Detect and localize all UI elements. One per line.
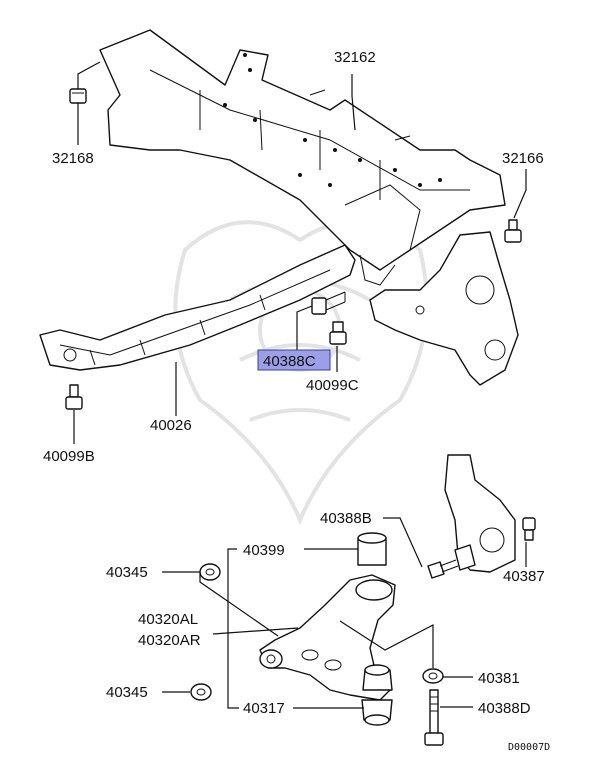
steering-knuckle-lower — [444, 454, 516, 573]
bolt-40099c — [329, 321, 347, 345]
label-40026[interactable]: 40026 — [150, 417, 192, 434]
drawing-code: D00007D — [508, 742, 550, 753]
washer-40345-lower — [190, 683, 212, 701]
steering-knuckle-upper — [369, 231, 519, 386]
label-40099c[interactable]: 40099C — [306, 377, 359, 394]
ball-joint — [361, 664, 393, 726]
bushing-40399 — [357, 532, 387, 566]
label-40320ar[interactable]: 40320AR — [138, 632, 201, 649]
callout-labels: 32162 32168 32166 40388C 40099C 40026 40… — [43, 49, 550, 753]
label-40381[interactable]: 40381 — [478, 670, 520, 687]
bolt-32166 — [504, 219, 522, 243]
label-32162[interactable]: 32162 — [334, 49, 376, 66]
label-40317[interactable]: 40317 — [243, 700, 285, 717]
label-40387[interactable]: 40387 — [503, 568, 545, 585]
bolt-40388b — [427, 559, 459, 579]
label-40388c[interactable]: 40388C — [263, 353, 316, 370]
bolt-40387 — [522, 517, 536, 541]
washer-40381 — [422, 668, 444, 684]
label-40388d[interactable]: 40388D — [478, 700, 531, 717]
bolt-40099b — [65, 384, 83, 410]
label-32168[interactable]: 32168 — [52, 150, 94, 167]
label-32166[interactable]: 32166 — [502, 150, 544, 167]
washer-40345-upper — [199, 563, 221, 581]
rear-member — [39, 244, 356, 371]
nut-32168 — [69, 88, 87, 104]
label-40345-lower[interactable]: 40345 — [106, 684, 148, 701]
lower-arm — [259, 574, 396, 701]
selected-part-highlight — [257, 349, 331, 371]
bolt-40388d — [424, 689, 444, 746]
label-40388b[interactable]: 40388B — [320, 510, 372, 527]
label-40345-upper[interactable]: 40345 — [106, 564, 148, 581]
label-40320al[interactable]: 40320AL — [138, 611, 198, 628]
label-40099b[interactable]: 40099B — [43, 448, 95, 465]
label-40399[interactable]: 40399 — [243, 542, 285, 559]
bolt-40388c — [311, 291, 346, 315]
front-crossmember — [99, 29, 506, 286]
leader-lines — [73, 61, 527, 709]
